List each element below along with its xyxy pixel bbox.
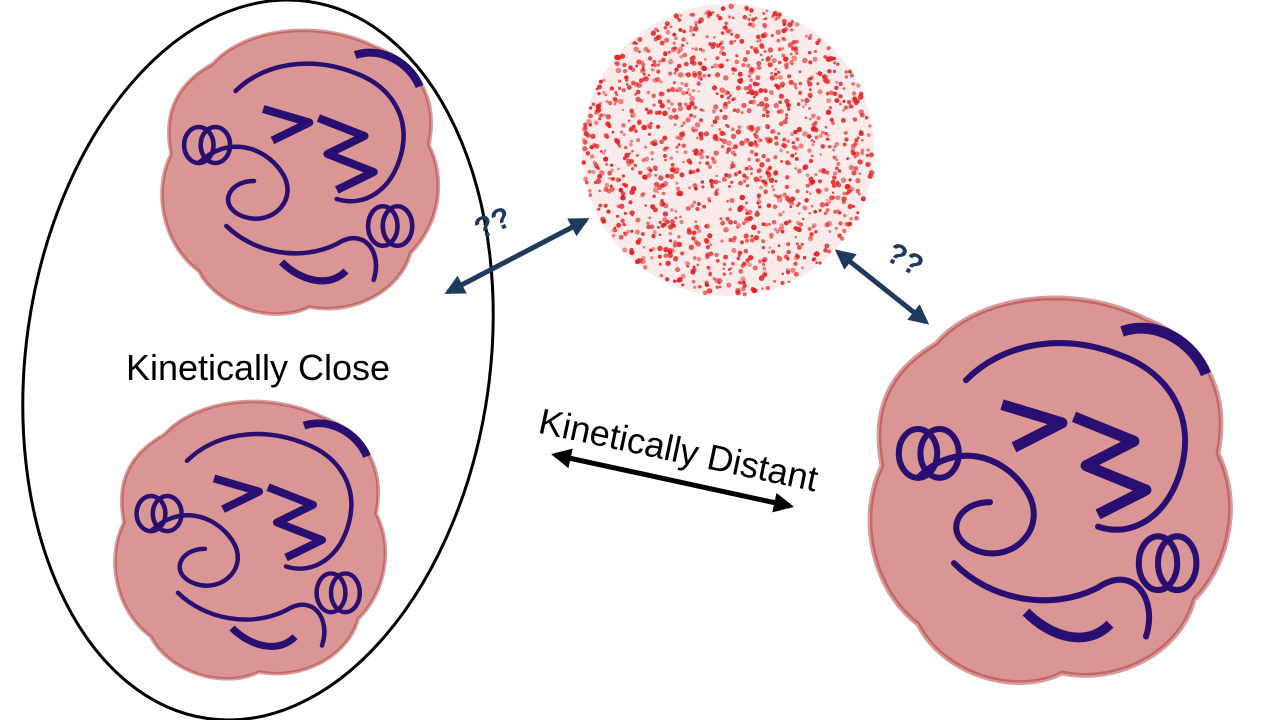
arrow-unfolded-to-distant bbox=[834, 249, 930, 325]
label-kinetically-distant: Kinetically Distant bbox=[535, 400, 821, 499]
arrow-close-to-unfolded bbox=[444, 217, 590, 295]
label-unknown-left: ?? bbox=[469, 201, 516, 246]
grouping-ellipse bbox=[21, 0, 495, 720]
label-unknown-right: ?? bbox=[881, 236, 929, 283]
protein-structure-icon bbox=[870, 298, 1230, 683]
protein-structure-icon bbox=[162, 30, 438, 314]
arrow-close-to-distant bbox=[551, 448, 794, 513]
protein-structure-icon bbox=[115, 401, 385, 678]
label-kinetically-close: Kinetically Close bbox=[126, 347, 390, 388]
unfolded-ensemble-icon bbox=[581, 3, 875, 297]
